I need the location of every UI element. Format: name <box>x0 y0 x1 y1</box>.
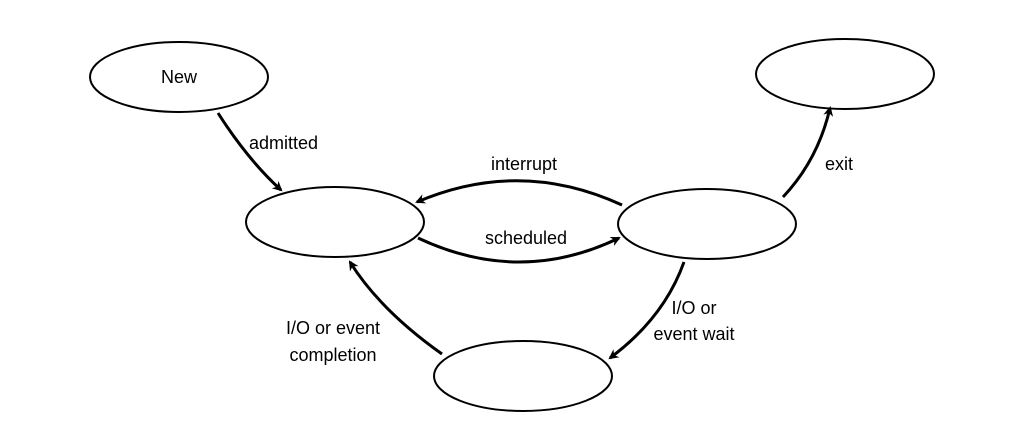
state-ready-shape <box>245 186 425 258</box>
state-exit <box>755 38 935 110</box>
state-new-label: New <box>161 67 198 87</box>
state-new-shape <box>89 41 269 113</box>
edge-io-completion-label-line2: completion <box>289 345 376 365</box>
edge-io-wait-arrow <box>608 261 686 360</box>
state-new: New <box>89 41 269 113</box>
edge-scheduled-arrow <box>417 236 621 264</box>
state-waiting <box>433 340 613 412</box>
state-running-shape <box>617 188 797 260</box>
edge-io-completion-arrow <box>348 260 443 356</box>
edge-interrupt-label: interrupt <box>491 154 557 174</box>
edge-io-wait-label-line1: I/O or <box>671 298 716 318</box>
edge-exit-arrow <box>781 106 834 199</box>
edge-exit-label: exit <box>825 154 853 174</box>
state-running <box>617 188 797 260</box>
edge-io-wait-label-line2: event wait <box>653 324 734 344</box>
state-ready <box>245 186 425 258</box>
edge-admitted-arrow <box>216 112 283 192</box>
edge-scheduled-label: scheduled <box>485 228 567 248</box>
edge-admitted-label: admitted <box>249 133 318 153</box>
edge-interrupt-arrow <box>415 179 623 207</box>
state-exit-shape <box>755 38 935 110</box>
edge-io-completion-label-line1: I/O or event <box>286 318 380 338</box>
state-waiting-shape <box>433 340 613 412</box>
